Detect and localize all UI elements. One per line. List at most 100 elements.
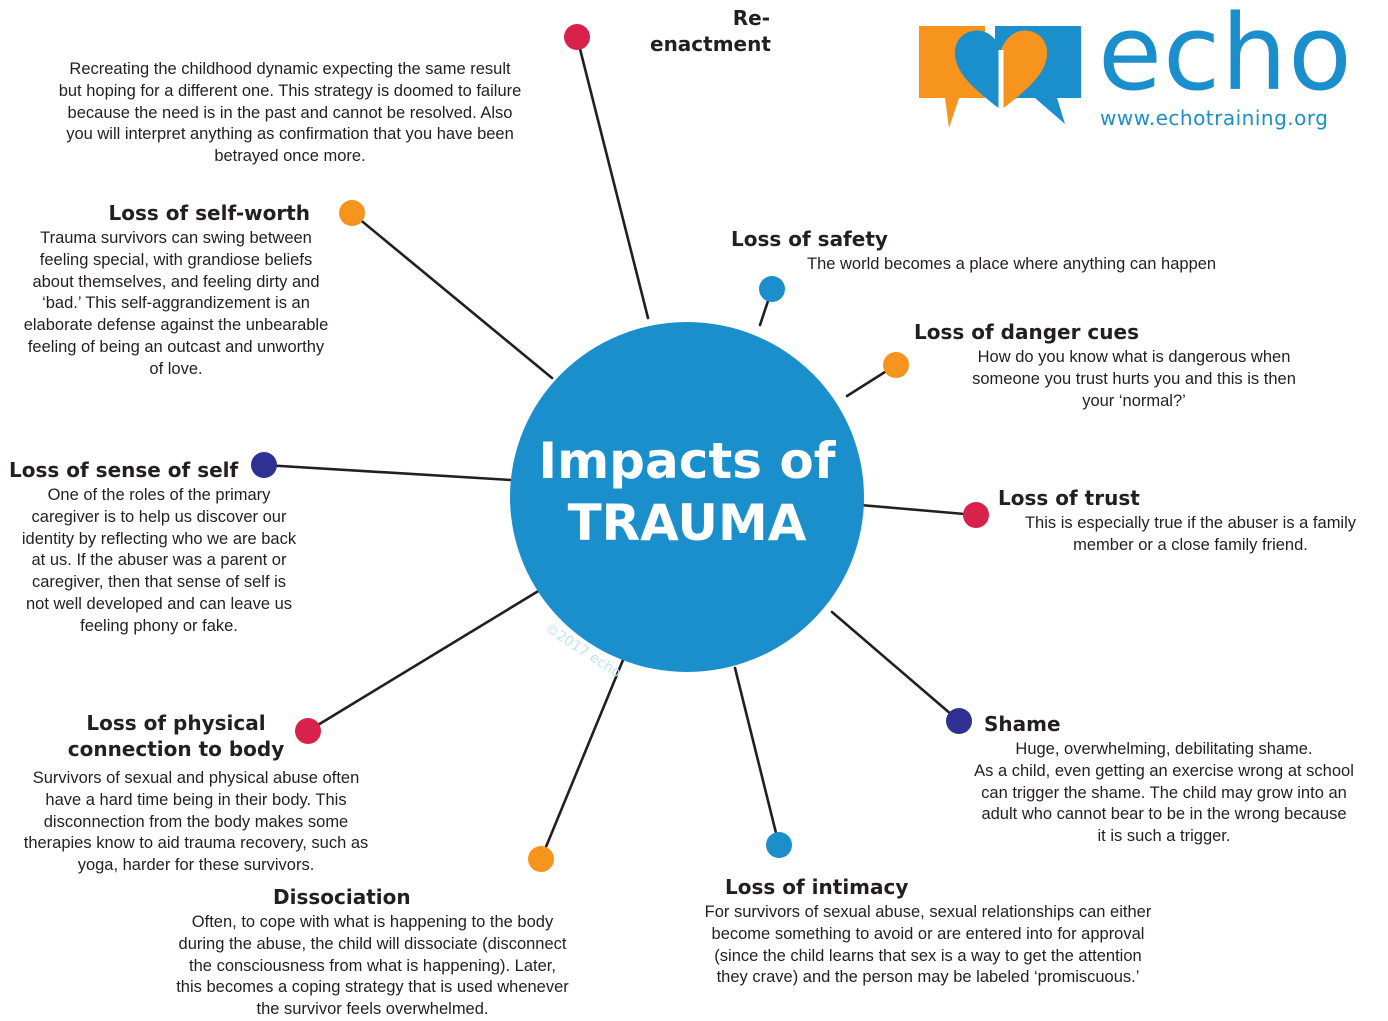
node-description: Trauma survivors can swing between feeli… xyxy=(0,228,352,381)
heart-speech-bubbles-icon xyxy=(919,26,1081,128)
node-description: The world becomes a place where anything… xyxy=(731,254,1291,276)
desc-line: someone you trust hurts you and this is … xyxy=(972,369,1296,388)
desc-line: Often, to cope with what is happening to… xyxy=(191,913,554,931)
desc-line: How do you know what is dangerous when xyxy=(977,348,1291,366)
desc-line: the consciousness from what is happening… xyxy=(189,956,556,975)
desc-line: therapies know to aid trauma recovery, s… xyxy=(23,834,369,853)
desc-line: not well developed and can leave us xyxy=(25,594,293,613)
desc-line: of love. xyxy=(149,359,203,378)
dot-self-worth xyxy=(339,200,365,226)
dot-danger xyxy=(883,352,909,378)
dot-reenactment xyxy=(564,24,590,50)
node-danger-cues: Loss of danger cues How do you know what… xyxy=(914,319,1354,412)
node-trust: Loss of trust This is especially true if… xyxy=(998,485,1383,557)
connector-line-self-worth xyxy=(350,211,554,380)
desc-line: you will interpret anything as confirmat… xyxy=(66,125,514,144)
title-line: connection to body xyxy=(67,737,285,761)
node-description: This is especially true if the abuser is… xyxy=(998,513,1383,557)
desc-line: yoga, harder for these survivors. xyxy=(77,856,315,875)
desc-line: feeling special, with grandiose beliefs xyxy=(39,250,313,269)
node-title: Loss of danger cues xyxy=(914,320,1139,344)
connector-line-dissociation xyxy=(539,658,625,861)
logo-wordmark: echo xyxy=(1098,0,1353,114)
desc-line: One of the roles of the primary xyxy=(47,486,271,504)
node-description: How do you know what is dangerous when s… xyxy=(914,347,1354,412)
dot-intimacy xyxy=(766,832,792,858)
desc-line: For survivors of sexual abuse, sexual re… xyxy=(704,903,1152,921)
dot-sense-of-self xyxy=(251,452,277,478)
desc-line: they crave) and the person may be labele… xyxy=(716,968,1140,987)
node-title: Loss of self-worth xyxy=(108,201,310,225)
desc-line: Recreating the childhood dynamic expecti… xyxy=(69,60,511,78)
node-title: Shame xyxy=(984,712,1061,736)
desc-line: can trigger the shame. The child may gro… xyxy=(981,783,1347,802)
desc-line: feeling of being an outcast and unworthy xyxy=(27,337,325,356)
desc-line: member or a close family friend. xyxy=(1073,535,1308,554)
desc-line: it is such a trigger. xyxy=(1097,827,1231,846)
node-description: For survivors of sexual abuse, sexual re… xyxy=(678,902,1178,989)
desc-line: this becomes a coping strategy that is u… xyxy=(176,978,569,997)
connector-line-reenactment xyxy=(575,35,650,320)
node-intimacy: Loss of intimacy For survivors of sexual… xyxy=(678,874,1178,989)
connector-line-trust xyxy=(858,503,978,517)
desc-line: As a child, even getting an exercise wro… xyxy=(974,761,1354,780)
node-description: Survivors of sexual and physical abuse o… xyxy=(0,768,392,877)
desc-line: Survivors of sexual and physical abuse o… xyxy=(32,769,360,787)
desc-line: (since the child learns that sex is a wa… xyxy=(714,946,1142,965)
dot-shame xyxy=(946,708,972,734)
node-title: Re-enactment xyxy=(650,6,771,56)
desc-line: because the need is in the past and cann… xyxy=(67,103,513,122)
connector-line-physical xyxy=(306,588,542,733)
node-safety: Loss of safety The world becomes a place… xyxy=(731,226,1291,276)
desc-line: adult who cannot bear to be in the wrong… xyxy=(981,805,1347,824)
connector-line-shame xyxy=(830,610,961,723)
desc-line: but hoping for a different one. This str… xyxy=(58,81,522,100)
desc-line: caregiver, then that sense of self is xyxy=(31,573,287,592)
dot-safety xyxy=(759,276,785,302)
dot-trust xyxy=(963,502,989,528)
node-title: Loss of sense of self xyxy=(9,458,239,482)
desc-line: have a hard time being in their body. Th… xyxy=(45,790,347,809)
desc-line: feeling phony or fake. xyxy=(80,616,238,635)
title-line: Loss of physical xyxy=(86,711,266,735)
desc-line: your ‘normal?’ xyxy=(1082,391,1186,410)
desc-line: betrayed once more. xyxy=(214,147,366,166)
logo-url: www.echotraining.org xyxy=(1100,106,1329,130)
echo-logo: echo www.echotraining.org xyxy=(910,0,1352,140)
node-title: Loss of intimacy xyxy=(725,875,909,899)
desc-line: the survivor feels overwhelmed. xyxy=(256,1000,489,1019)
node-physical-connection: Loss of physical connection to body Surv… xyxy=(0,710,392,877)
desc-line: Huge, overwhelming, debilitating shame. xyxy=(1015,740,1313,758)
desc-line: identity by reflecting who we are back xyxy=(21,529,297,548)
center-title-line2: TRAUMA xyxy=(567,494,807,552)
desc-line: caregiver is to help us discover our xyxy=(31,507,287,526)
node-title: Loss of safety xyxy=(731,227,888,251)
desc-line: become something to avoid or are entered… xyxy=(711,924,1145,943)
node-self-worth: Loss of self-worth Trauma survivors can … xyxy=(0,200,352,381)
node-description: Huge, overwhelming, debilitating shame. … xyxy=(950,739,1378,848)
center-circle: Impacts of TRAUMA ©2017 echo xyxy=(510,322,864,681)
dot-physical xyxy=(295,718,321,744)
node-shame: Shame Huge, overwhelming, debilitating s… xyxy=(950,711,1378,848)
desc-line: ‘bad.’ This self-aggrandizement is an xyxy=(42,294,310,313)
desc-line: This is especially true if the abuser is… xyxy=(1024,514,1357,532)
node-reenactment: Re-enactment Recreating the childhood dy… xyxy=(20,5,771,168)
node-title: Loss of physical connection to body xyxy=(0,710,372,762)
node-description: Recreating the childhood dynamic expecti… xyxy=(20,59,560,168)
desc-line: during the abuse, the child will dissoci… xyxy=(178,934,567,953)
node-description: One of the roles of the primary caregive… xyxy=(0,485,318,638)
node-title: Dissociation xyxy=(273,885,411,909)
connector-line-intimacy xyxy=(733,666,781,847)
desc-line: about themselves, and feeling dirty and xyxy=(32,272,320,291)
center-title-line1: Impacts of xyxy=(538,432,836,490)
node-title: Loss of trust xyxy=(998,486,1140,510)
desc-line: The world becomes a place where anything… xyxy=(807,255,1217,273)
desc-line: disconnection from the body makes some xyxy=(43,812,349,831)
desc-line: elaborate defense against the unbearable xyxy=(23,316,329,335)
dot-dissociation xyxy=(528,846,554,872)
connector-line-sense-of-self xyxy=(262,463,513,482)
node-sense-of-self: Loss of sense of self One of the roles o… xyxy=(0,457,318,638)
node-description: Often, to cope with what is happening to… xyxy=(150,912,595,1021)
node-dissociation: Dissociation Often, to cope with what is… xyxy=(150,884,595,1021)
